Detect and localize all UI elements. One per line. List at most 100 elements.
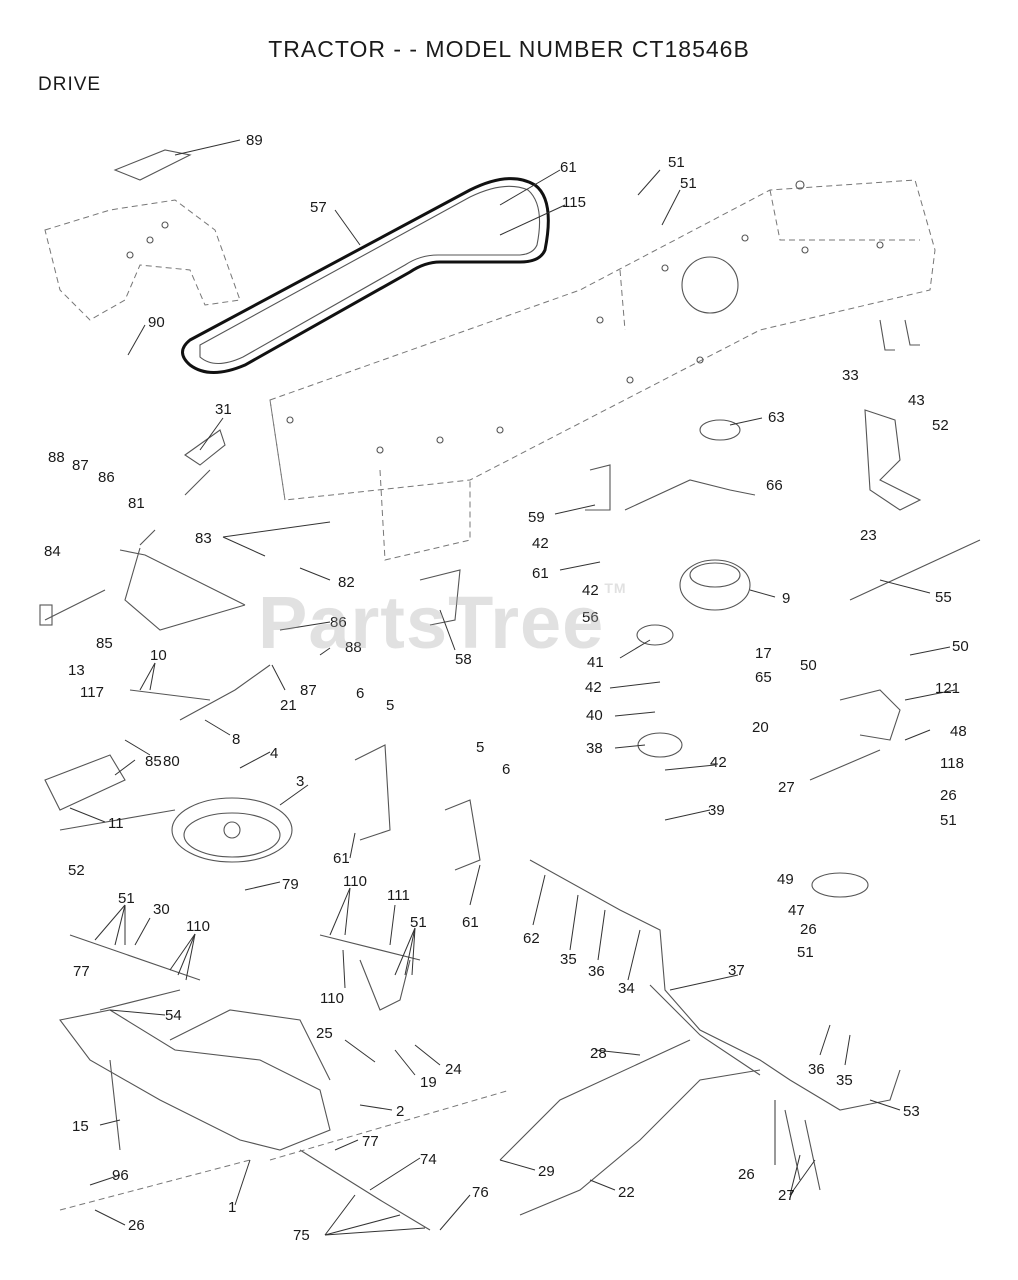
callout-89: 89 (246, 132, 263, 149)
callout-41: 41 (587, 654, 604, 671)
callout-86: 86 (330, 614, 347, 631)
callout-42: 42 (710, 754, 727, 771)
callout-26: 26 (940, 787, 957, 804)
callout-55: 55 (935, 589, 952, 606)
callout-110: 110 (186, 918, 210, 935)
callout-39: 39 (708, 802, 725, 819)
callout-26: 26 (800, 921, 817, 938)
callout-3: 3 (296, 773, 304, 790)
callout-59: 59 (528, 509, 545, 526)
callout-36: 36 (588, 963, 605, 980)
callout-83: 83 (195, 530, 212, 547)
callout-28: 28 (590, 1045, 607, 1062)
callout-35: 35 (560, 951, 577, 968)
callout-22: 22 (618, 1184, 635, 1201)
callout-52: 52 (68, 862, 85, 879)
callout-65: 65 (755, 669, 772, 686)
callout-5: 5 (386, 697, 394, 714)
callout-51: 51 (680, 175, 697, 192)
callout-36: 36 (808, 1061, 825, 1078)
callout-76: 76 (472, 1184, 489, 1201)
callout-20: 20 (752, 719, 769, 736)
callout-51: 51 (940, 812, 957, 829)
callout-51: 51 (668, 154, 685, 171)
callout-88: 88 (345, 639, 362, 656)
callout-118: 118 (940, 755, 964, 772)
leader-lines (69, 139, 956, 1236)
callout-88: 88 (48, 449, 65, 466)
callout-26: 26 (128, 1217, 145, 1234)
callout-42: 42 (532, 535, 549, 552)
callout-1: 1 (228, 1199, 236, 1216)
callout-61: 61 (333, 850, 350, 867)
callout-85: 85 (96, 635, 113, 652)
callout-52: 52 (932, 417, 949, 434)
callout-85: 85 (145, 753, 162, 770)
callout-24: 24 (445, 1061, 462, 1078)
callout-62: 62 (523, 930, 540, 947)
page-title: TRACTOR - - MODEL NUMBER CT18546B (268, 36, 750, 62)
callout-5: 5 (476, 739, 484, 756)
callout-57: 57 (310, 199, 327, 216)
callout-37: 37 (728, 962, 745, 979)
callout-121: 121 (935, 680, 960, 697)
callout-23: 23 (860, 527, 877, 544)
callout-50: 50 (952, 638, 969, 655)
callout-90: 90 (148, 314, 165, 331)
callout-77: 77 (362, 1133, 379, 1150)
callout-43: 43 (908, 392, 925, 409)
callout-6: 6 (356, 685, 364, 702)
callout-48: 48 (950, 723, 967, 740)
callout-40: 40 (586, 707, 603, 724)
section-label: DRIVE (38, 74, 102, 95)
mid-parts-drawing (39, 409, 981, 898)
callout-50: 50 (800, 657, 817, 674)
callout-84: 84 (44, 543, 61, 560)
callout-117: 117 (80, 684, 104, 701)
callout-42: 42 (582, 582, 599, 599)
callout-19: 19 (420, 1074, 437, 1091)
callout-81: 81 (128, 495, 145, 512)
callout-15: 15 (72, 1118, 89, 1135)
callout-74: 74 (420, 1151, 437, 1168)
callout-17: 17 (755, 645, 772, 662)
callout-27: 27 (778, 779, 795, 796)
drive-belt-drawing (181, 177, 550, 374)
callout-54: 54 (165, 1007, 182, 1024)
callout-79: 79 (282, 876, 299, 893)
callout-61: 61 (532, 565, 549, 582)
callout-38: 38 (586, 740, 603, 757)
callout-51: 51 (797, 944, 814, 961)
callout-29: 29 (538, 1163, 555, 1180)
callout-58: 58 (455, 651, 472, 668)
callout-66: 66 (766, 477, 783, 494)
callout-42: 42 (585, 679, 602, 696)
callout-86: 86 (98, 469, 115, 486)
callout-115: 115 (562, 194, 586, 211)
callout-96: 96 (112, 1167, 129, 1184)
callout-11: 11 (108, 815, 124, 832)
watermark-trademark: TM (604, 580, 627, 596)
callout-82: 82 (338, 574, 355, 591)
callout-61: 61 (462, 914, 479, 931)
callout-51: 51 (410, 914, 427, 931)
callout-33: 33 (842, 367, 859, 384)
callout-80: 80 (163, 753, 180, 770)
callout-34: 34 (618, 980, 635, 997)
callout-53: 53 (903, 1103, 920, 1120)
callout-30: 30 (153, 901, 170, 918)
callout-9: 9 (782, 590, 790, 607)
callout-111: 111 (387, 887, 410, 904)
callout-49: 49 (777, 871, 794, 888)
partstree-watermark: PartsTreeTM (258, 580, 627, 665)
frame-drawing (269, 179, 936, 561)
callout-56: 56 (582, 609, 599, 626)
callout-110: 110 (320, 990, 344, 1007)
transaxle-drawing (59, 859, 901, 1231)
callout-47: 47 (788, 902, 805, 919)
callout-31: 31 (215, 401, 232, 418)
callout-numbers: 89 57 61 115 51 51 90 31 63 33 43 52 88 … (44, 132, 969, 1244)
callout-51: 51 (118, 890, 135, 907)
callout-27: 27 (778, 1187, 795, 1204)
